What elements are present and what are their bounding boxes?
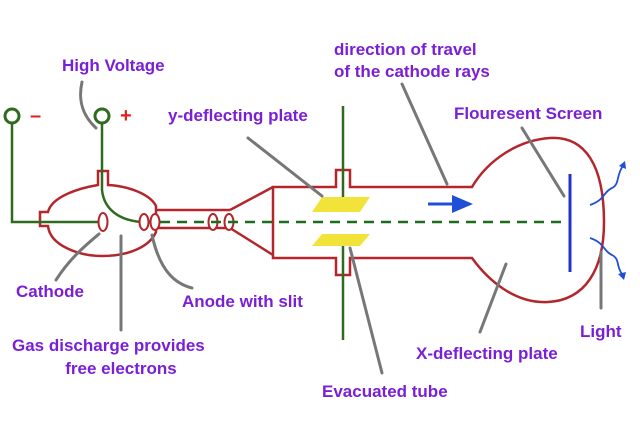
- light-ray-bottom-head: [618, 272, 626, 280]
- light-ray-top-head: [619, 161, 626, 169]
- label-direction-line2: of the cathode rays: [334, 62, 490, 81]
- leader-high-voltage: [79, 80, 98, 130]
- label-x-deflecting-plate: X-deflecting plate: [416, 344, 558, 363]
- anode-neck: [156, 208, 230, 230]
- leader-evacuated-tube: [348, 246, 384, 375]
- y-deflecting-plate-bottom: [312, 234, 370, 246]
- label-light: Light: [580, 322, 622, 341]
- leader-anode: [150, 233, 194, 290]
- label-cathode: Cathode: [16, 282, 84, 301]
- anode-wire: [100, 123, 152, 224]
- label-y-deflecting-plate: y-deflecting plate: [168, 106, 308, 125]
- funnel: [229, 185, 274, 257]
- label-gas-discharge-line1: Gas discharge provides: [12, 336, 205, 355]
- leader-x-plate: [478, 262, 508, 334]
- y-deflecting-plate-top: [312, 197, 370, 212]
- negative-sign: –: [30, 105, 42, 127]
- leader-screen: [520, 126, 566, 198]
- positive-terminal: [93, 107, 111, 125]
- label-gas-discharge-line2: free electrons: [65, 359, 177, 378]
- label-fluorescent-screen: Flouresent Screen: [454, 104, 603, 123]
- label-high-voltage: High Voltage: [62, 56, 165, 75]
- leader-cathode: [54, 232, 101, 282]
- light-ray-bottom: [589, 237, 623, 275]
- label-anode-with-slit: Anode with slit: [182, 292, 303, 311]
- label-direction-line1: direction of travel: [334, 40, 477, 59]
- leader-y-plate: [246, 136, 324, 198]
- anode-ring-2: [149, 213, 161, 231]
- cathode-electrode: [97, 212, 109, 232]
- evacuated-tube-body: [271, 136, 606, 304]
- positive-sign: +: [120, 105, 132, 127]
- anode-ring-1: [138, 213, 150, 231]
- cathode-bulb: [38, 169, 158, 258]
- leader-direction: [400, 82, 449, 186]
- label-evacuated-tube: Evacuated tube: [322, 382, 448, 401]
- cathode-wire: [10, 123, 102, 224]
- light-ray-top: [589, 165, 624, 206]
- negative-terminal: [3, 107, 21, 125]
